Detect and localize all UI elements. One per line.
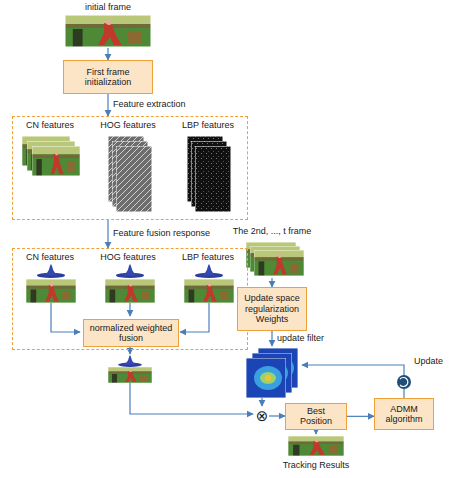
hog-feature-map [116,146,152,212]
update-icon [400,378,408,387]
edge-label: Feature extraction [113,99,186,109]
wire [261,398,262,406]
feature-label: HOG features [100,120,156,130]
edge-label-holder: Feature fusion response [113,228,210,238]
dashed-group: CN features HOG features LBP features [12,116,248,220]
response-frame [108,367,152,383]
annotation: Update [414,356,443,366]
dashed-group: CN features HOG features LBP features norma… [12,248,248,350]
video-frame [288,436,344,456]
arrow-connector [269,415,285,416]
image-node: Tracking Results [276,434,356,470]
node-text: ⊗ [256,409,269,423]
image-node: initial frame [63,2,153,48]
wire [129,303,130,316]
lbp-feature-map [195,146,231,212]
feature-label: CN features [26,120,74,130]
response-frame [184,279,234,303]
wire [51,303,80,332]
image-node: The 2nd, ..., t frame [222,226,322,278]
node-text: Tracking Results [283,460,350,470]
feature-label: LBP features [182,252,234,262]
wire [130,383,253,414]
wire [271,331,272,346]
annotation: update filter [277,333,324,343]
response-peak [116,264,144,278]
node-text: normalized weighted fusion [88,323,174,344]
wire [129,346,130,354]
update-icon [397,375,411,389]
feature-label: HOG features [100,252,156,262]
arrow-connector [347,416,374,417]
feature-label: CN features [26,252,74,262]
arrow-connector [271,278,272,287]
edge-label: Feature fusion response [113,228,210,238]
node-text: initial frame [85,2,131,12]
response-peak [37,264,65,278]
node-text: ADMM algorithm [379,404,429,425]
process-box: ADMM algorithm [374,398,434,430]
response-peak [118,355,142,367]
cn-feature-map [32,146,80,176]
response-frame [26,279,76,303]
process-box: Update space regularization Weights [237,287,307,331]
label-row: CN features HOG features LBP features [13,249,247,262]
label-holder: Update [414,356,443,366]
response-frame [105,279,155,303]
feature-label: LBP features [182,120,234,130]
wire [180,303,209,332]
process-box: Best Position [285,403,347,430]
arrow-connector [315,430,316,434]
arrow-connector [107,220,108,248]
process-box: First frame initialization [63,60,153,94]
node-text: Update space regularization Weights [242,293,302,324]
edge-label-holder: Feature extraction [113,99,186,109]
node-text: First frame initialization [68,67,148,88]
arrow-connector [107,94,108,116]
video-frame [254,250,304,276]
multiply-symbol: ⊗ [255,407,269,425]
node-text: The 2nd, ..., t frame [233,226,312,236]
response-peak [195,264,223,278]
arrow-connector [107,48,108,60]
process-box: normalized weighted fusion [83,319,179,347]
label-row: CN features HOG features LBP features [13,117,247,130]
filter-map [246,358,286,398]
wire [302,365,404,398]
video-frame [65,15,151,47]
label-holder: update filter [277,333,324,343]
node-text: Best Position [290,406,342,427]
